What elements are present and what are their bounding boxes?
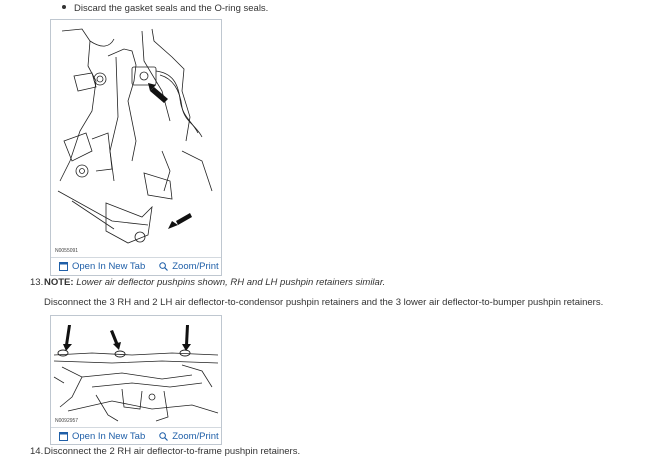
new-tab-icon: [59, 262, 68, 271]
figure-2-code: N0092957: [55, 418, 79, 424]
step-number: 13.: [30, 277, 44, 288]
bullet-dot: [62, 5, 66, 10]
figure-1-actions: Open In New Tab Zoom/Print: [51, 257, 221, 275]
open-in-new-tab-label: Open In New Tab: [72, 261, 146, 272]
zoom-print-link[interactable]: Zoom/Print: [159, 431, 219, 442]
figure-2-actions: Open In New Tab Zoom/Print: [51, 427, 221, 445]
note-text: Lower air deflector pushpins shown, RH a…: [76, 277, 386, 288]
figure-1-code: N0055091: [55, 248, 79, 254]
open-in-new-tab-link[interactable]: Open In New Tab: [59, 261, 145, 272]
zoom-print-label: Zoom/Print: [172, 431, 219, 442]
figure-2: N0092957 Open In New Tab Zoom/Print: [50, 315, 222, 445]
step-14-text: Disconnect the 2 RH air deflector-to-fra…: [44, 446, 301, 457]
step-number: 14.: [30, 446, 44, 457]
step-14: 14.Disconnect the 2 RH air deflector-to-…: [30, 446, 300, 457]
air-deflector-illustration: [53, 325, 219, 422]
zoom-print-label: Zoom/Print: [172, 261, 219, 272]
magnifier-icon: [159, 432, 169, 441]
figure-2-illustration: N0092957: [52, 317, 220, 427]
step-13: 13.NOTE: Lower air deflector pushpins sh…: [30, 277, 385, 288]
bullet-text: Discard the gasket seals and the O-ring …: [74, 3, 269, 14]
step-13-instruction: Disconnect the 3 RH and 2 LH air deflect…: [44, 297, 604, 308]
zoom-print-link[interactable]: Zoom/Print: [159, 261, 219, 272]
open-in-new-tab-label: Open In New Tab: [72, 431, 146, 442]
figure-1-illustration: N0055091: [52, 21, 220, 257]
new-tab-icon: [59, 432, 68, 441]
engine-bracket-illustration: [57, 28, 213, 244]
open-in-new-tab-link[interactable]: Open In New Tab: [59, 431, 145, 442]
note-label: NOTE:: [44, 277, 74, 288]
magnifier-icon: [159, 262, 169, 271]
bullet-item: Discard the gasket seals and the O-ring …: [62, 3, 268, 14]
figure-1: N0055091 Open In New Tab Zoom/Print: [50, 19, 222, 276]
